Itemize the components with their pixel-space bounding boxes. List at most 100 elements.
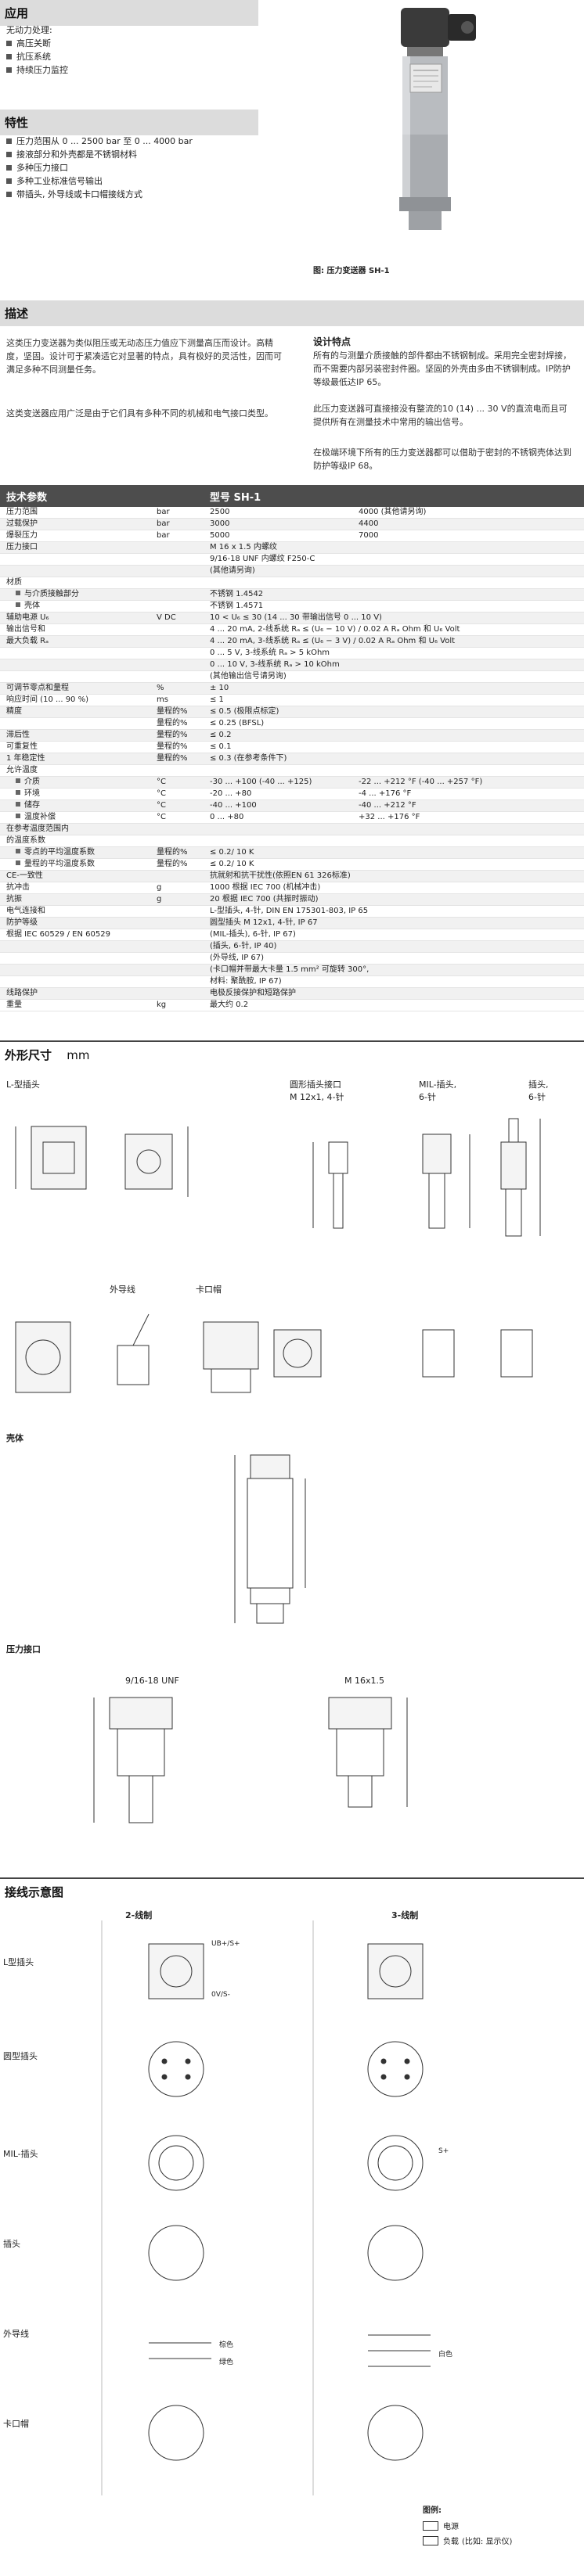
design-para-1: 所有的与测量介质接触的部件都由不锈钢制成。采用完全密封焊接，而不需要内部另装密封… — [313, 350, 571, 387]
spec-cell-unit: g — [157, 883, 162, 892]
mil-plug-label-2: 6-针 — [419, 1092, 436, 1102]
wiring-white-label: 白色 — [438, 2351, 453, 2359]
spec-cell-value: ≤ 0.5 (极限点标定) — [210, 707, 279, 716]
spec-cell-unit — [157, 965, 210, 975]
housing-drawing — [234, 1454, 306, 1624]
wiring-row-label: 插头 — [3, 2239, 20, 2249]
spec-cell-param — [0, 965, 157, 975]
round-plug-label: 圆形插头接口 — [290, 1080, 341, 1090]
mil-plug-label: MIL-插头, — [419, 1080, 457, 1090]
spec-cell-unit — [157, 636, 210, 647]
m16-label: M 16x1.5 — [344, 1676, 384, 1686]
wiring-grid — [101, 1920, 431, 2495]
spec-cell-param: 抗冲击 — [6, 883, 30, 892]
wiring-legend: 图例: 电源 负载 (比如: 显示仪) — [423, 2503, 571, 2546]
spec-cell-param: CE-一致性 — [6, 871, 43, 880]
description-title: 描述 — [5, 307, 29, 321]
spec-cell-unit — [157, 554, 210, 565]
cable-label: 外导线 — [110, 1284, 135, 1295]
spec-cell-param: 零点的平均温度系数 — [0, 847, 157, 858]
unf-label: 9/16-18 UNF — [125, 1676, 179, 1686]
spec-cell-param — [0, 659, 157, 670]
wiring-brown-label: 棕色 — [219, 2341, 234, 2349]
spec-cell-unit: kg — [157, 1001, 167, 1009]
wiring-ub-label: UB+/S+ — [211, 1940, 240, 1948]
dimensions-title: 外形尺寸 — [5, 1048, 52, 1062]
spec-row: 根据 IEC 60529 / EN 60529 (MIL-插头), 6-针, IP… — [0, 929, 584, 941]
spec-cell-value — [210, 835, 584, 846]
spec-cell-value: 不锈钢 1.4542 — [210, 590, 264, 598]
spec-cell-param: 1 年稳定性 — [6, 754, 45, 763]
features-heading: 特性 — [0, 110, 258, 135]
spec-cell-unit: °C — [157, 778, 166, 786]
spec-cell-value — [210, 577, 584, 588]
spec-cell-unit — [157, 918, 210, 929]
spec-cell-unit: 量程的% — [157, 707, 188, 716]
description-para-1: 这类压力变送器为类似阻压或无动态压力值应下测量高压而设计。高精度，坚固。设计可于… — [6, 338, 282, 375]
spec-cell-unit: bar — [157, 531, 170, 540]
dimension-drawing-mid — [15, 1313, 533, 1393]
spec-cell-unit — [157, 671, 210, 682]
spec-cell-unit: 量程的% — [157, 860, 188, 868]
spec-cell-unit — [157, 648, 210, 659]
feature-item: 多种工业标准信号输出 — [6, 174, 193, 188]
feature-item: 多种压力接口 — [6, 161, 193, 174]
spec-cell-param: 壳体 — [0, 601, 157, 612]
spec-row: 介质°C -30 ... +100 (-40 ... +125)-22 ... +… — [0, 777, 584, 789]
feature-item: 压力范围从 0 ... 2500 bar 至 0 ... 4000 bar — [6, 135, 193, 148]
spec-cell-param: 储存 — [0, 800, 157, 811]
legend-title: 图例: — [423, 2506, 442, 2515]
spec-row: 响应时间 (10 ... 90 %)ms≤ 1 — [0, 695, 584, 706]
spec-row: 0 ... 5 V, 3-线系统 Rₐ > 5 kOhm — [0, 648, 584, 659]
spec-cell-unit: °C — [157, 801, 166, 810]
spec-row: 可调节零点和量程%± 10 — [0, 683, 584, 695]
wiring-row-label: L型插头 — [3, 1957, 34, 1967]
spec-cell-param: 允许温度 — [6, 766, 38, 774]
spec-cell-param: 根据 IEC 60529 / EN 60529 — [6, 930, 110, 939]
spec-cell-value: (MIL-插头), 6-针, IP 67) — [210, 930, 296, 939]
spec-cell-value: 最大约 0.2 — [210, 1001, 249, 1009]
spec-cell-param: 与介质接触部分 — [0, 589, 157, 600]
spec-cell-param: 介质 — [0, 777, 157, 788]
spec-cell-unit: °C — [157, 789, 166, 798]
pressure-connection-label: 压力接口 — [6, 1644, 41, 1654]
wiring-3wire-l-plug — [367, 1943, 424, 1999]
spec-cell-param: 温度补偿 — [0, 812, 157, 823]
spec-header-right: 型号 SH-1 — [210, 491, 261, 504]
wiring-2wire-plug — [148, 2225, 204, 2281]
pressure-transmitter-image — [399, 8, 476, 230]
wiring-2wire-round — [148, 2041, 204, 2097]
legend-load: 负载 — [443, 2538, 459, 2546]
spec-cell-param — [0, 566, 157, 577]
spec-row: 线路保护电极反接保护和短路保护 — [0, 988, 584, 1000]
spec-cell-value: ≤ 0.3 (在参考条件下) — [210, 754, 287, 763]
spec-cell-value: 4 ... 20 mA, 2-线系统 Rₐ ≤ (U₆ − 10 V) / 0.… — [210, 625, 460, 634]
spec-cell-value: 10 < U₆ ≤ 30 (14 ... 30 带输出信号 0 ... 10 V… — [210, 613, 382, 622]
wiring-splus-label: S+ — [438, 2147, 449, 2155]
spec-row: (其他输出信号请另询) — [0, 671, 584, 683]
feature-item: 带插头, 外导线或卡口帽接线方式 — [6, 188, 193, 201]
spec-row: 0 ... 10 V, 3-线系统 Rₐ > 10 kOhm — [0, 659, 584, 671]
spec-cell-param: 最大负载 Rₐ — [6, 637, 49, 645]
spec-cell-unit — [157, 566, 210, 577]
spec-cell-value: ≤ 0.2/ 10 K — [210, 848, 254, 857]
spec-cell-value: -30 ... +100 (-40 ... +125)-22 ... +212 … — [210, 778, 483, 786]
wiring-3wire-bayonet — [367, 2405, 424, 2461]
wiring-col-2wire: 2-线制 — [125, 1910, 153, 1920]
wiring-0v-label: 0V/S- — [211, 1991, 230, 1999]
spec-cell-value: (外导线, IP 67) — [210, 954, 265, 962]
spec-cell-param: 线路保护 — [6, 989, 38, 997]
wiring-col-3wire: 3-线制 — [391, 1910, 419, 1920]
spec-cell-value: (卡口帽并带最大卡量 1.5 mm² 可旋转 300°, — [210, 965, 370, 974]
spec-cell-value: 0 ... +80+32 ... +176 °F — [210, 813, 420, 821]
